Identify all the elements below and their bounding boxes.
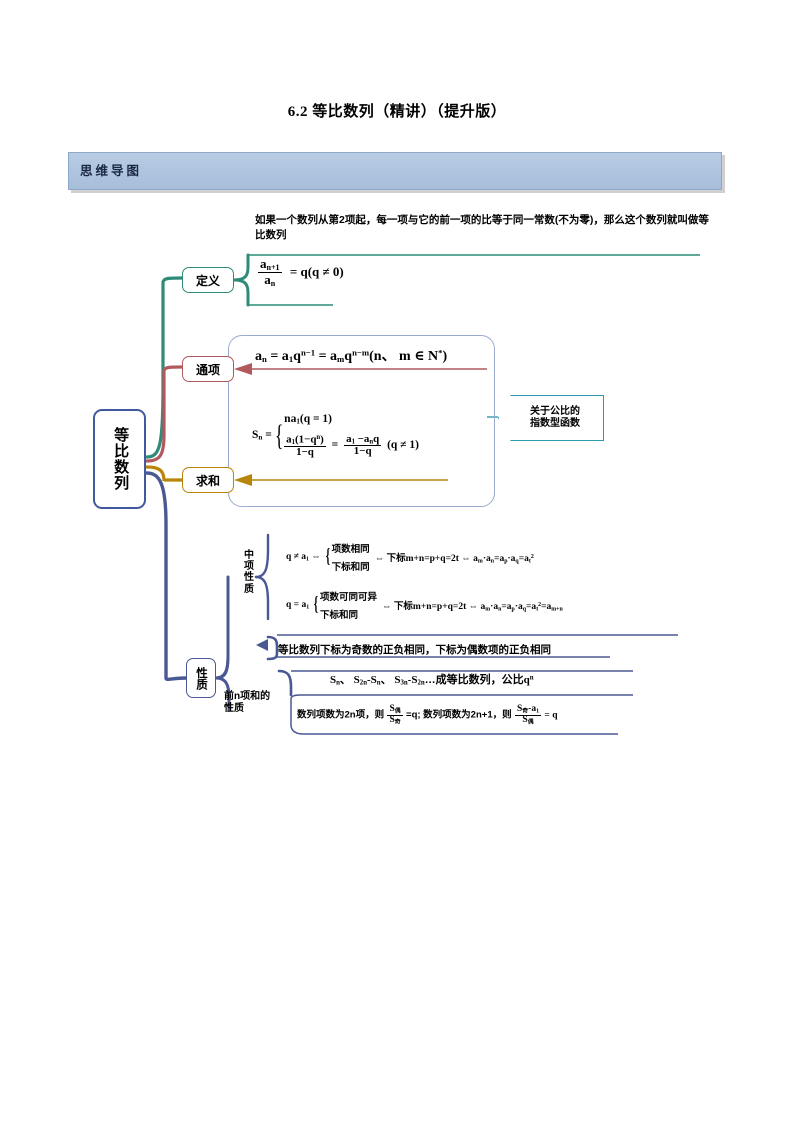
- mt1-sub2: 下标和同: [331, 562, 370, 573]
- section-banner-label: 思维导图: [80, 164, 143, 178]
- sp-text-a: 数列项数为2n项，则: [297, 709, 385, 721]
- label-middle-term-property: 中项性质: [244, 550, 254, 595]
- def-frac-num-sub: n+1: [266, 262, 280, 272]
- sp-text-b: =q; 数列项数为2n+1，则: [406, 709, 512, 721]
- mindmap: 等比数列 定义 通项 求和 性质 中项性质 前n项和的性质 关于公比的 指数型函…: [0, 205, 794, 765]
- mt1-sub1: 项数相同: [331, 544, 370, 555]
- definition-text: 如果一个数列从第2项起，每一项与它的前一项的比等于同一常数(不为零)，那么这个数…: [255, 214, 709, 242]
- page-title: 6.2 等比数列（精讲）（提升版）: [287, 104, 507, 120]
- callout-line1: 关于公比的: [530, 406, 580, 417]
- definition-formula: an+1 an = q(q ≠ 0): [258, 257, 344, 288]
- def-frac-rhs: = q(q ≠ 0): [289, 263, 344, 279]
- def-frac-den: a: [264, 272, 271, 288]
- root-node-geometric-sequence[interactable]: 等比数列: [93, 409, 146, 509]
- label-sum-property: 前n项和的性质: [224, 691, 271, 714]
- sum-formula: Sn = { na1(q = 1) a1(1−qn) 1−q = a1 −anq…: [252, 413, 419, 458]
- sum-property-line-1: Sn、 S2n-Sn、 S3n-S2n…成等比数列，公比qn: [330, 674, 534, 687]
- branch-node-sum[interactable]: 求和: [182, 467, 234, 493]
- mt2-sub2: 下标和同: [320, 610, 359, 621]
- mt2-sub1: 项数可同可异: [320, 592, 378, 603]
- sp-text-c: = q: [544, 710, 558, 721]
- sum-property-line-2: 数列项数为2n项，则 S偶 S奇 =q; 数列项数为2n+1，则 S奇-a1 S…: [297, 704, 558, 726]
- branch-node-definition[interactable]: 定义: [182, 267, 234, 293]
- middle-term-note: 等比数列下标为奇数的正负相同，下标为偶数项的正负相同: [278, 644, 551, 656]
- callout-line2: 指数型函数: [530, 418, 580, 429]
- def-frac-num: a: [260, 256, 267, 271]
- section-banner: [68, 152, 722, 190]
- mindmap-connectors: [145, 253, 700, 735]
- general-term-formula: an = a1qn−1 = amqn−m(n、 m ∈ N*): [255, 347, 448, 365]
- callout-exponential-function: 关于公比的 指数型函数: [498, 395, 604, 441]
- formula-panel: [228, 335, 495, 507]
- branch-node-properties[interactable]: 性质: [186, 658, 216, 698]
- middle-term-row-2: q = a1 { 项数可同可异 下标和同 ⇔ 下标m+n=p+q=2t ⇔ am…: [286, 589, 563, 621]
- middle-term-row-1: q ≠ a1 ⇔ { 项数相同 下标和同 ⇔ 下标m+n=p+q=2t ⇔ am…: [286, 541, 534, 573]
- def-frac-den-sub: n: [270, 278, 276, 288]
- branch-node-general-term[interactable]: 通项: [182, 356, 234, 382]
